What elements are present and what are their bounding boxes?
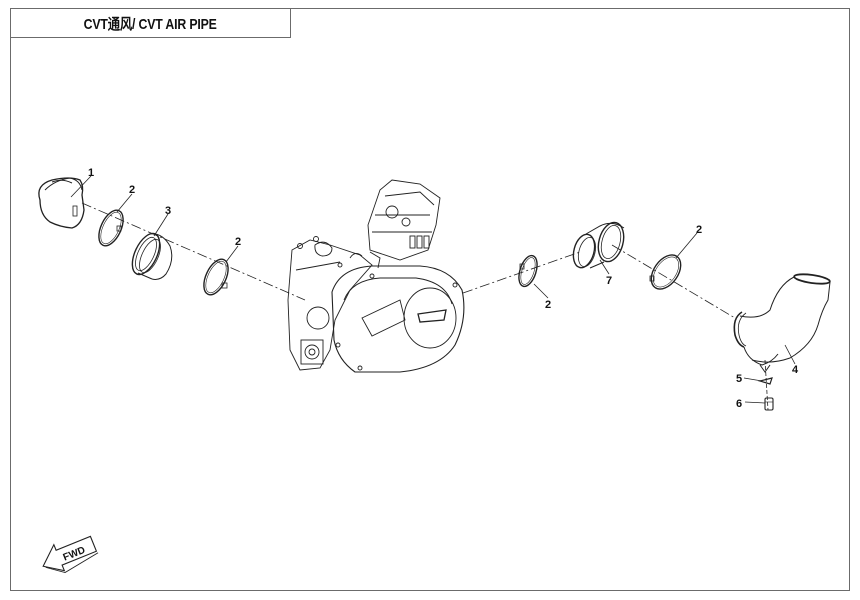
part-4-air-pipe-elbow[interactable]	[733, 273, 831, 373]
engine-assembly	[287, 179, 465, 373]
part-1-intake-cap[interactable]	[38, 177, 85, 229]
part-6-drain-plug[interactable]	[764, 397, 774, 411]
left-assembly-axis	[81, 202, 306, 301]
title-box: CVT通风/ CVT AIR PIPE	[10, 8, 291, 38]
leader-lines	[70, 175, 796, 404]
part-3-rubber-sleeve[interactable]	[127, 229, 173, 280]
forward-direction-arrow-icon: FWD	[42, 535, 99, 573]
callout-2a: 2	[129, 184, 135, 196]
part-2-hose-clamp-d[interactable]	[645, 250, 686, 295]
part-2-hose-clamp-c[interactable]	[515, 253, 540, 288]
part-5-drain-clip[interactable]	[757, 377, 773, 385]
callout-2b: 2	[235, 236, 241, 248]
right-assembly-axis-2	[611, 244, 736, 319]
part-7-elbow-connector[interactable]	[570, 220, 628, 270]
callout-1: 1	[88, 167, 94, 179]
part-2-hose-clamp-a[interactable]	[94, 207, 128, 250]
callout-6: 6	[736, 398, 742, 410]
callout-2d: 2	[696, 224, 702, 236]
callout-4: 4	[792, 364, 799, 376]
diagram-frame	[10, 8, 850, 591]
callout-7: 7	[606, 275, 612, 287]
callout-3: 3	[165, 205, 171, 217]
page-title: CVT通风/ CVT AIR PIPE	[83, 15, 218, 33]
callout-2c: 2	[545, 299, 551, 311]
callout-5: 5	[736, 373, 742, 385]
drain-axis	[764, 359, 769, 411]
part-2-hose-clamp-b[interactable]	[199, 256, 233, 299]
